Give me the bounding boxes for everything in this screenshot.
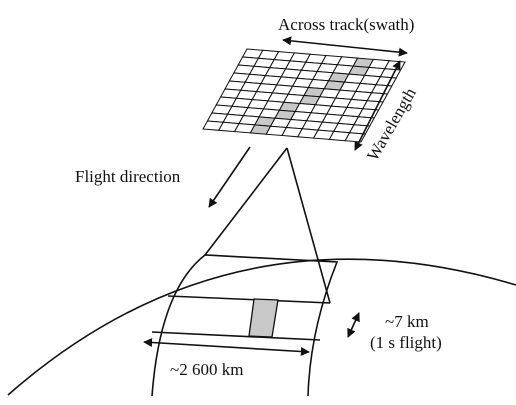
strip-line-top <box>167 295 331 304</box>
km7-label: ~7 km <box>385 312 429 331</box>
detector-grid <box>202 48 406 143</box>
wavelength-arrow <box>354 60 401 151</box>
earth-horizon <box>7 258 516 396</box>
flight-direction-arrow <box>208 146 251 208</box>
across-track-label: Across track(swath) <box>278 15 414 34</box>
strip-line-bottom <box>151 331 321 341</box>
ground-pixel <box>248 298 279 338</box>
km2600-label: ~2 600 km <box>170 360 243 379</box>
flight-1s-label: (1 s flight) <box>370 333 442 352</box>
across-track-arrow <box>282 36 408 57</box>
flight-direction-label: Flight direction <box>75 167 181 186</box>
fov-line-left <box>204 147 288 256</box>
along-track-arrow <box>347 312 360 338</box>
fov-line-right <box>286 147 331 304</box>
swath-width-arrow <box>143 337 310 357</box>
